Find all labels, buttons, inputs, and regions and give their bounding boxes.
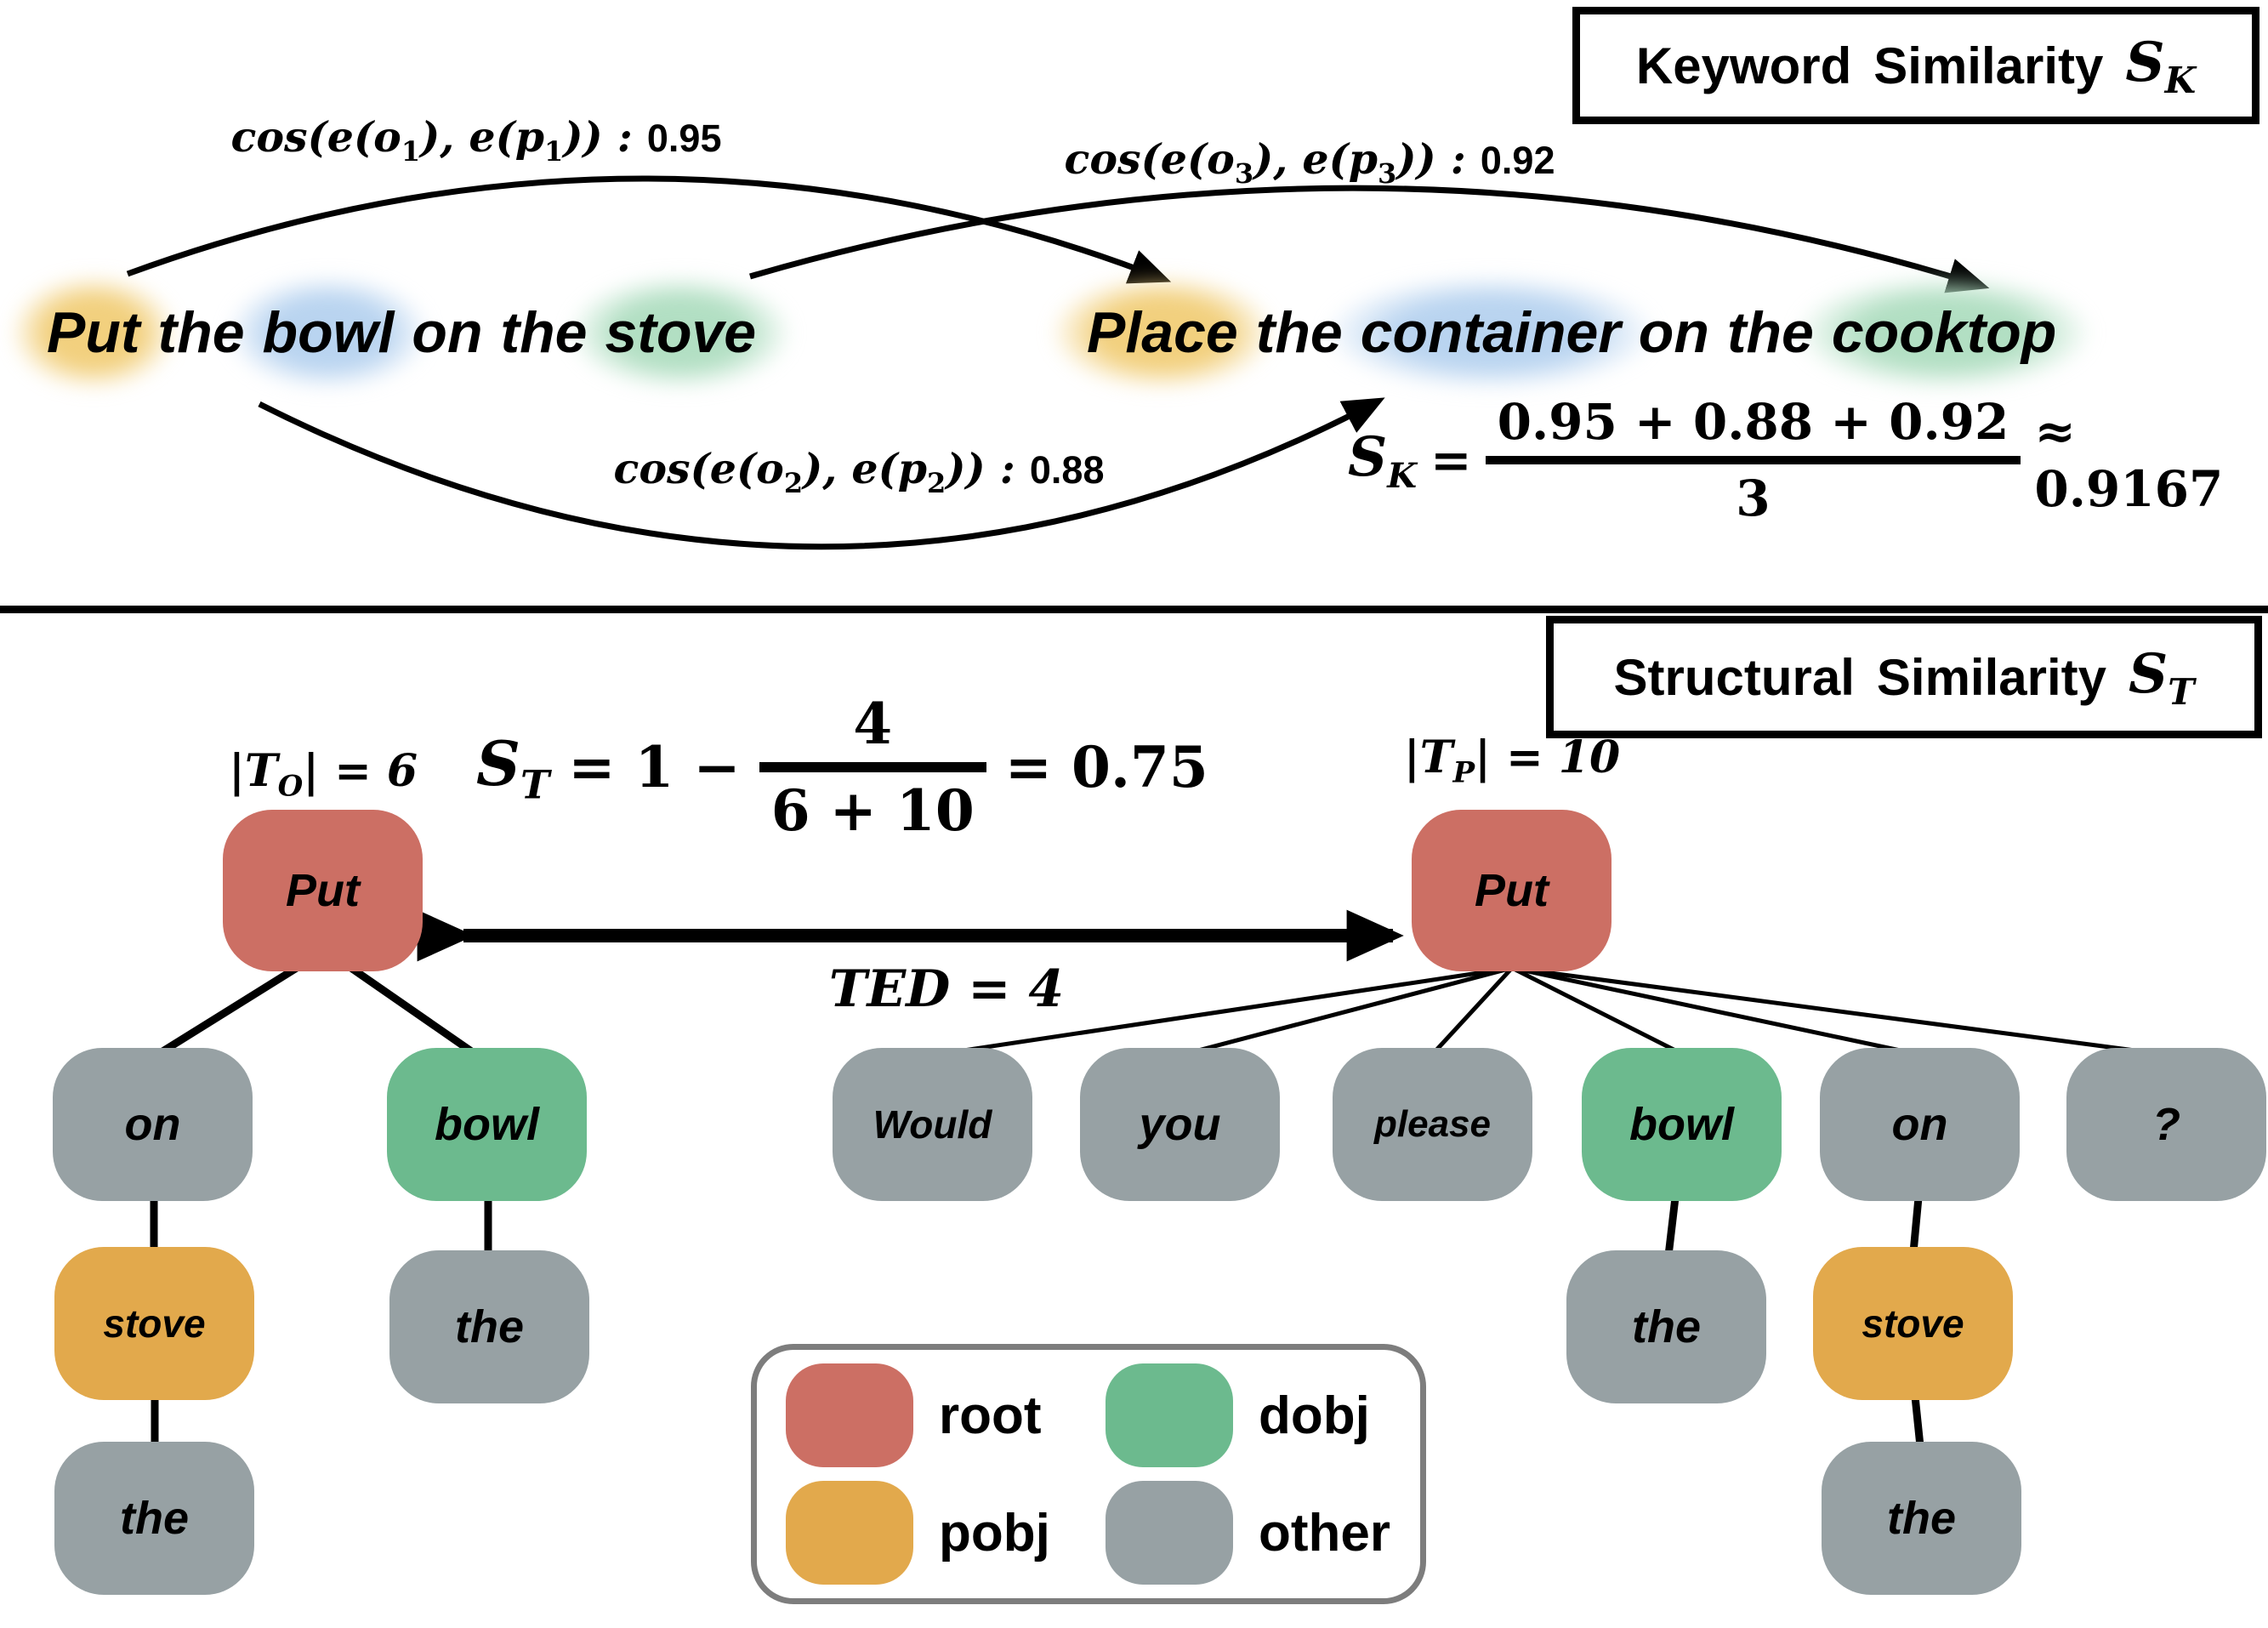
word-the: the — [157, 300, 245, 365]
tree-node-put-paraphrase: Put — [1412, 810, 1611, 971]
other-color-swatch — [1106, 1481, 1233, 1585]
pobj-color-swatch — [786, 1481, 913, 1585]
edge-put-on — [155, 963, 302, 1058]
tree-node-the-original: the — [54, 1442, 254, 1595]
ted-label: TED = 4 — [828, 959, 1065, 1019]
tree-node-the-paraphrase: the — [1822, 1442, 2021, 1595]
tree-size-paraphrase: |TP| = 10 — [1403, 731, 1621, 790]
tree-node-the-original: the — [389, 1250, 589, 1403]
word-stove: stove — [605, 300, 757, 365]
tree-node-on-original: on — [53, 1048, 253, 1201]
word-put: Put — [47, 300, 140, 365]
keyword-similarity-title-box: Keyword Similarity SK — [1572, 7, 2259, 124]
structural-similarity-formula: ST = 1 − 4 6 + 10 = 0.75 — [476, 691, 1208, 844]
role-legend: root dobj pobj other — [751, 1344, 1426, 1604]
equals-sign: = — [1430, 431, 1472, 489]
legend-item-other: other — [1106, 1481, 1391, 1585]
arc-put-place — [126, 175, 1172, 284]
arc-stove-cooktop — [749, 185, 1990, 293]
cos-similarity-label-3: cos(e(o3), e(p3)) : 0.92 — [1064, 134, 1555, 190]
legend-item-dobj: dobj — [1106, 1363, 1391, 1467]
st-lhs: ST — [476, 726, 550, 808]
word-cooktop: cooktop — [1831, 300, 2057, 365]
panel-divider — [0, 606, 2268, 613]
root-color-swatch — [786, 1363, 913, 1467]
word-the: the — [1726, 300, 1814, 365]
tree-node-bowl-paraphrase: bowl — [1582, 1048, 1782, 1201]
word-the: the — [500, 300, 588, 365]
sk-symbol: SK — [2125, 30, 2197, 101]
word-place: Place — [1087, 300, 1238, 365]
tree-node-put-original: Put — [223, 810, 423, 971]
tree-node-bowl-original: bowl — [387, 1048, 587, 1201]
legend-item-root: root — [786, 1363, 1071, 1467]
edge-put-on-r — [1511, 965, 1921, 1057]
word-on: on — [1638, 300, 1709, 365]
edge-put-bowl — [346, 963, 479, 1058]
tree-node-the-paraphrase: the — [1566, 1250, 1766, 1403]
st-symbol: ST — [2129, 641, 2195, 713]
edge-stove-the-r — [1911, 1396, 1924, 1447]
edge-put-qmark — [1511, 965, 2168, 1057]
edge-put-you — [1181, 965, 1513, 1057]
legend-item-pobj: pobj — [786, 1481, 1071, 1585]
word-the: the — [1255, 300, 1343, 365]
st-fraction: 4 6 + 10 — [759, 691, 986, 844]
fraction-bar — [759, 762, 986, 772]
sk-result: ≈ 0.9167 — [2034, 402, 2224, 518]
edge-on-stove-r — [1909, 1197, 1923, 1253]
dobj-color-swatch — [1106, 1363, 1233, 1467]
keyword-similarity-formula: SK = 0.95 + 0.88 + 0.92 3 ≈ 0.9167 — [1348, 393, 2268, 527]
title-word: Similarity — [1873, 37, 2104, 94]
tree-node-stove-paraphrase: stove — [1813, 1247, 2013, 1400]
sk-fraction: 0.95 + 0.88 + 0.92 3 — [1485, 393, 2021, 527]
fraction-bar — [1485, 456, 2021, 464]
title-word: Structural — [1613, 648, 1855, 706]
tree-node-would: Would — [833, 1048, 1032, 1201]
sk-lhs: SK — [1348, 424, 1417, 496]
st-mid: = 1 − — [568, 734, 741, 800]
tree-node-you: you — [1080, 1048, 1280, 1201]
cos-similarity-label-2: cos(e(o2), e(p2)) : 0.88 — [613, 444, 1105, 499]
tree-node-question-mark: ? — [2066, 1048, 2266, 1201]
tree-node-please: please — [1333, 1048, 1532, 1201]
edge-put-bowl-r — [1510, 965, 1685, 1057]
tree-node-on-paraphrase: on — [1820, 1048, 2020, 1201]
original-sentence: Put the bowl on the stove — [47, 299, 756, 366]
word-on: on — [412, 300, 483, 365]
cos-similarity-label-1: cos(e(o1), e(p1)) : 0.95 — [230, 112, 722, 168]
title-word: Similarity — [1876, 648, 2107, 706]
st-result: = 0.75 — [1004, 734, 1208, 800]
structural-similarity-title-box: Structural Similarity ST — [1546, 616, 2262, 738]
tree-size-original: |TO| = 6 — [228, 745, 418, 804]
paraphrase-sentence: Place the container on the cooktop — [1087, 299, 2056, 366]
word-container: container — [1360, 300, 1621, 365]
title-word: Keyword — [1635, 37, 1852, 94]
edge-bowl-the-r — [1664, 1197, 1680, 1256]
tree-node-stove-original: stove — [54, 1247, 254, 1400]
edge-put-please — [1430, 966, 1514, 1056]
word-bowl: bowl — [262, 300, 395, 365]
